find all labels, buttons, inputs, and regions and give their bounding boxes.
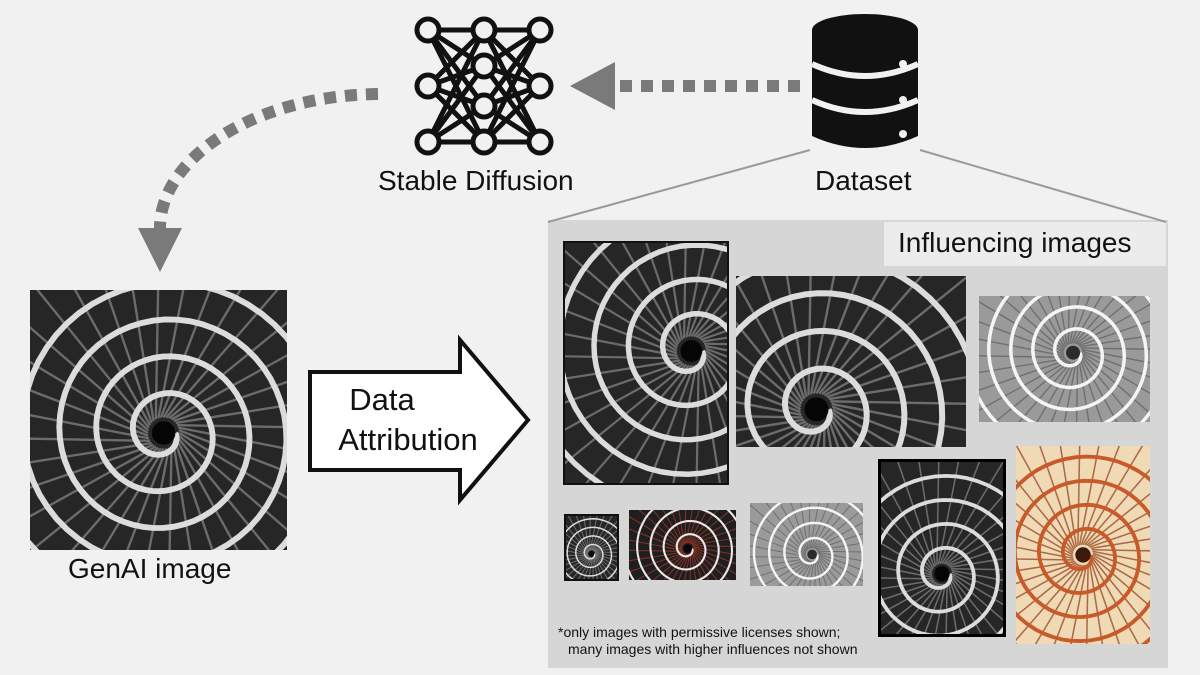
dataset-label: Dataset <box>815 165 912 196</box>
data-attribution-arrow <box>308 334 531 506</box>
arrow-label-line2: Attribution <box>338 422 478 457</box>
genai-image <box>30 290 287 550</box>
influencing-image-8 <box>1016 446 1150 644</box>
panel-title-box <box>884 222 1166 266</box>
nn-node <box>470 92 498 120</box>
nn-node <box>526 16 554 44</box>
nn-node <box>526 72 554 100</box>
nn-node <box>470 16 498 44</box>
zoom-line-right <box>919 149 1167 223</box>
zoom-line-left <box>547 149 811 223</box>
neural-network-icon <box>414 16 554 156</box>
footnote-line1: *only images with permissive licenses sh… <box>558 624 841 640</box>
arrow-label-line1: Data <box>349 382 415 417</box>
model-label: Stable Diffusion <box>378 165 574 196</box>
nn-edge <box>481 28 543 144</box>
nn-node <box>414 16 442 44</box>
database-icon <box>810 14 920 148</box>
nn-node <box>414 72 442 100</box>
dataset-to-model-arrow <box>570 62 800 110</box>
influencing-image-1 <box>563 241 729 485</box>
nn-node <box>414 128 442 156</box>
influencing-image-6 <box>750 503 863 586</box>
influencing-image-7 <box>878 459 1006 637</box>
model-to-genai-arrow <box>138 88 379 272</box>
nn-edge <box>425 64 487 144</box>
nn-node <box>470 52 498 80</box>
nn-edge <box>481 64 543 144</box>
nn-node <box>526 128 554 156</box>
footnote-line2: many images with higher influences not s… <box>568 641 858 657</box>
genai-image-label: GenAI image <box>68 553 232 584</box>
nn-edge <box>425 28 487 144</box>
influencing-image-3 <box>979 296 1150 422</box>
panel-title: Influencing images <box>898 227 1132 258</box>
nn-node <box>470 128 498 156</box>
influencing-image-5 <box>629 510 736 580</box>
influencing-image-2 <box>736 276 966 447</box>
influencing-image-4 <box>564 514 619 581</box>
nn-edge <box>481 28 543 108</box>
nn-edge <box>425 28 487 108</box>
